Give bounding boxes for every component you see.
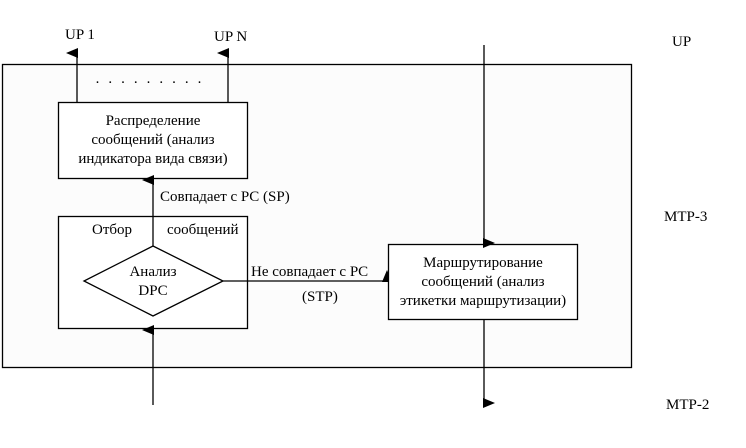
layer-label-up: UP (672, 34, 691, 50)
decision-line-2: DPC (138, 283, 167, 299)
distribution-line-3: индикатора вида связи) (78, 151, 227, 167)
selection-title-left: Отбор (92, 222, 132, 238)
routing-line-1: Маршрутирование (423, 255, 543, 271)
routing-line-3: этикетки маршрутизации) (400, 293, 566, 309)
outputs-ellipsis: · · · · · · · · · (95, 75, 204, 91)
label-no-match-1: Не совпадает с PC (251, 264, 368, 280)
decision-line-1: Анализ (129, 264, 176, 280)
label-up1: UP 1 (65, 27, 95, 43)
label-match: Совпадает с PC (SP) (160, 189, 290, 205)
distribution-box (57, 101, 249, 180)
layer-label-mtp3: MTP-3 (664, 209, 707, 225)
selection-title-right: сообщений (167, 222, 239, 238)
distribution-line-1: Распределение (106, 113, 201, 129)
label-no-match-2: (STP) (302, 289, 338, 305)
label-upN: UP N (214, 29, 247, 45)
layer-label-mtp2: MTP-2 (666, 397, 709, 413)
routing-line-2: сообщений (анализ (421, 274, 544, 290)
distribution-line-2: сообщений (анализ (91, 132, 214, 148)
decision-diamond (82, 245, 225, 317)
routing-box (387, 243, 579, 321)
